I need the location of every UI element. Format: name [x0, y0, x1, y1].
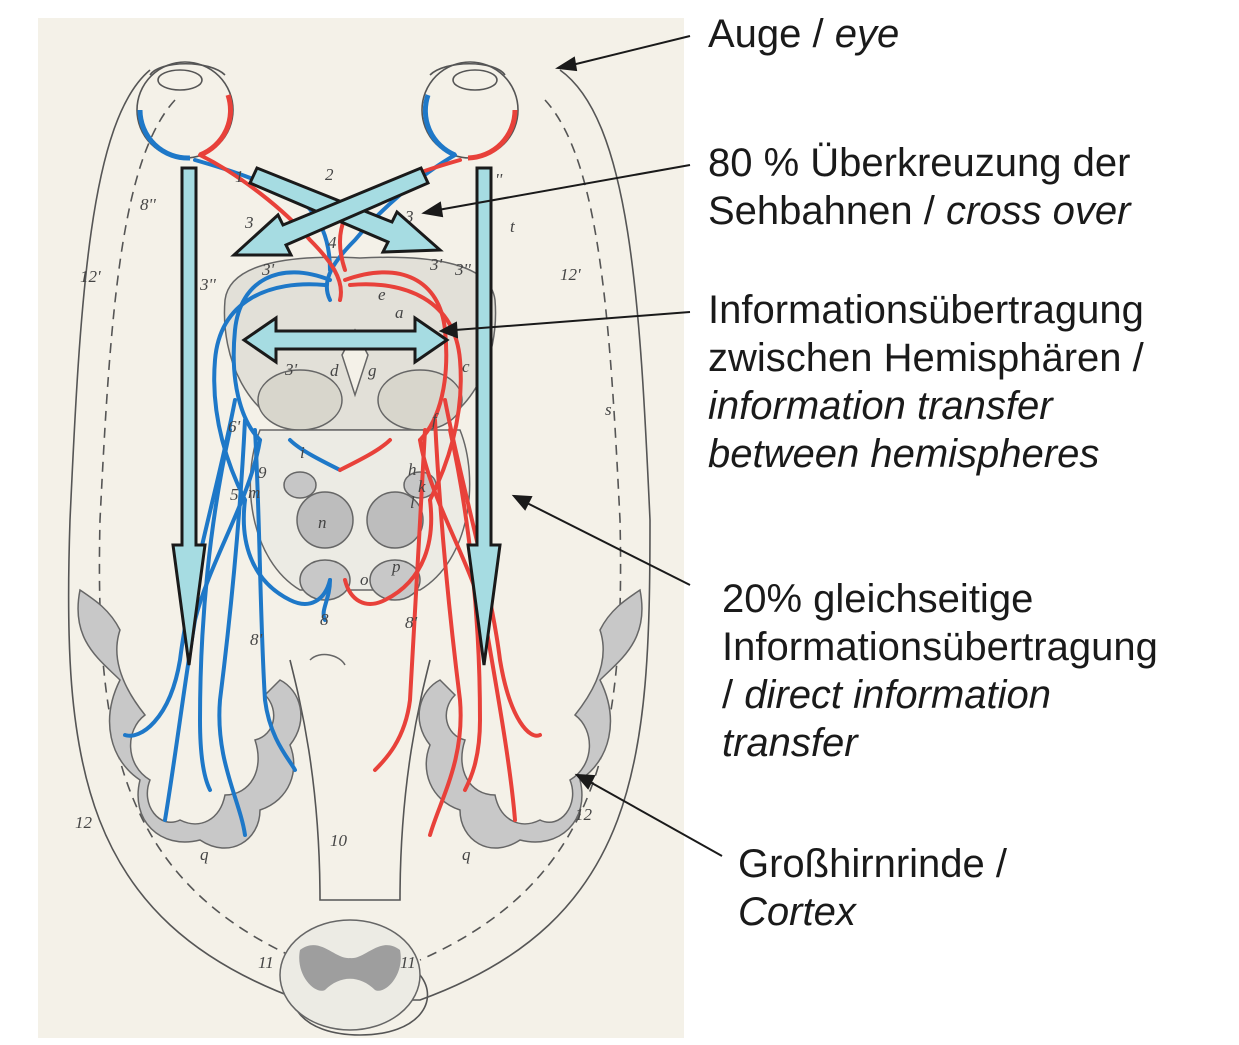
- svg-text:12: 12: [75, 813, 93, 832]
- cortex-line1: Großhirnrinde /: [738, 840, 1007, 888]
- svg-text:4: 4: [328, 233, 337, 252]
- label-hemisphere-transfer: Informationsübertragung zwischen Hemisph…: [708, 286, 1144, 478]
- svg-text:8'': 8'': [140, 195, 156, 214]
- svg-text:11: 11: [400, 953, 416, 972]
- svg-text:3': 3': [429, 255, 443, 274]
- svg-text:k: k: [418, 477, 426, 496]
- svg-text:5: 5: [230, 485, 239, 504]
- svg-text:3: 3: [244, 213, 254, 232]
- label-direct-transfer: 20% gleichseitige Informationsübertragun…: [722, 575, 1158, 767]
- svg-text:m: m: [248, 483, 260, 502]
- svg-text:i: i: [300, 443, 305, 462]
- transfer-line3: information transfer: [708, 382, 1144, 430]
- svg-text:l: l: [410, 493, 415, 512]
- svg-text:3'': 3'': [454, 260, 471, 279]
- svg-text:a: a: [395, 303, 404, 322]
- label-cortex: Großhirnrinde / Cortex: [738, 840, 1007, 936]
- svg-text:8': 8': [405, 613, 418, 632]
- label-cross-over: 80 % Überkreuzung der Sehbahnen / cross …: [708, 139, 1131, 235]
- svg-text:6': 6': [228, 417, 241, 436]
- svg-text:3': 3': [284, 360, 298, 379]
- cortex-line2: Cortex: [738, 888, 1007, 936]
- svg-text:11: 11: [258, 953, 274, 972]
- svg-text:12': 12': [560, 265, 581, 284]
- svg-text:g: g: [368, 361, 377, 380]
- svg-text:o: o: [360, 570, 369, 589]
- svg-text:d: d: [330, 361, 339, 380]
- cross-line2: Sehbahnen / cross over: [708, 187, 1131, 235]
- svg-text:1: 1: [235, 167, 244, 186]
- svg-text:e: e: [378, 285, 386, 304]
- svg-text:3'': 3'': [199, 275, 216, 294]
- svg-text:2: 2: [325, 165, 334, 184]
- direct-line4: transfer: [722, 719, 1158, 767]
- svg-text:9: 9: [258, 463, 267, 482]
- svg-text:12: 12: [575, 805, 593, 824]
- svg-text:s: s: [605, 400, 612, 419]
- svg-text:q: q: [462, 845, 471, 864]
- svg-text:p: p: [391, 557, 401, 576]
- direct-line2: Informationsübertragung: [722, 623, 1158, 671]
- transfer-line4: between hemispheres: [708, 430, 1144, 478]
- label-eye: Auge / eye: [708, 10, 899, 58]
- direct-line3: / direct information: [722, 671, 1158, 719]
- svg-text:c: c: [462, 357, 470, 376]
- svg-text:8: 8: [320, 610, 329, 629]
- svg-text:'': '': [495, 170, 503, 189]
- svg-text:10: 10: [330, 831, 348, 850]
- transfer-line1: Informationsübertragung: [708, 286, 1144, 334]
- svg-text:q: q: [200, 845, 209, 864]
- svg-text:8': 8': [250, 630, 263, 649]
- svg-text:h: h: [408, 460, 417, 479]
- svg-text:12': 12': [80, 267, 101, 286]
- spinal-cord-section: [280, 920, 420, 1030]
- cross-line1: 80 % Überkreuzung der: [708, 139, 1131, 187]
- svg-text:n: n: [318, 513, 327, 532]
- direct-line1: 20% gleichseitige: [722, 575, 1158, 623]
- svg-text:3': 3': [261, 260, 275, 279]
- transfer-line2: zwischen Hemisphären /: [708, 334, 1144, 382]
